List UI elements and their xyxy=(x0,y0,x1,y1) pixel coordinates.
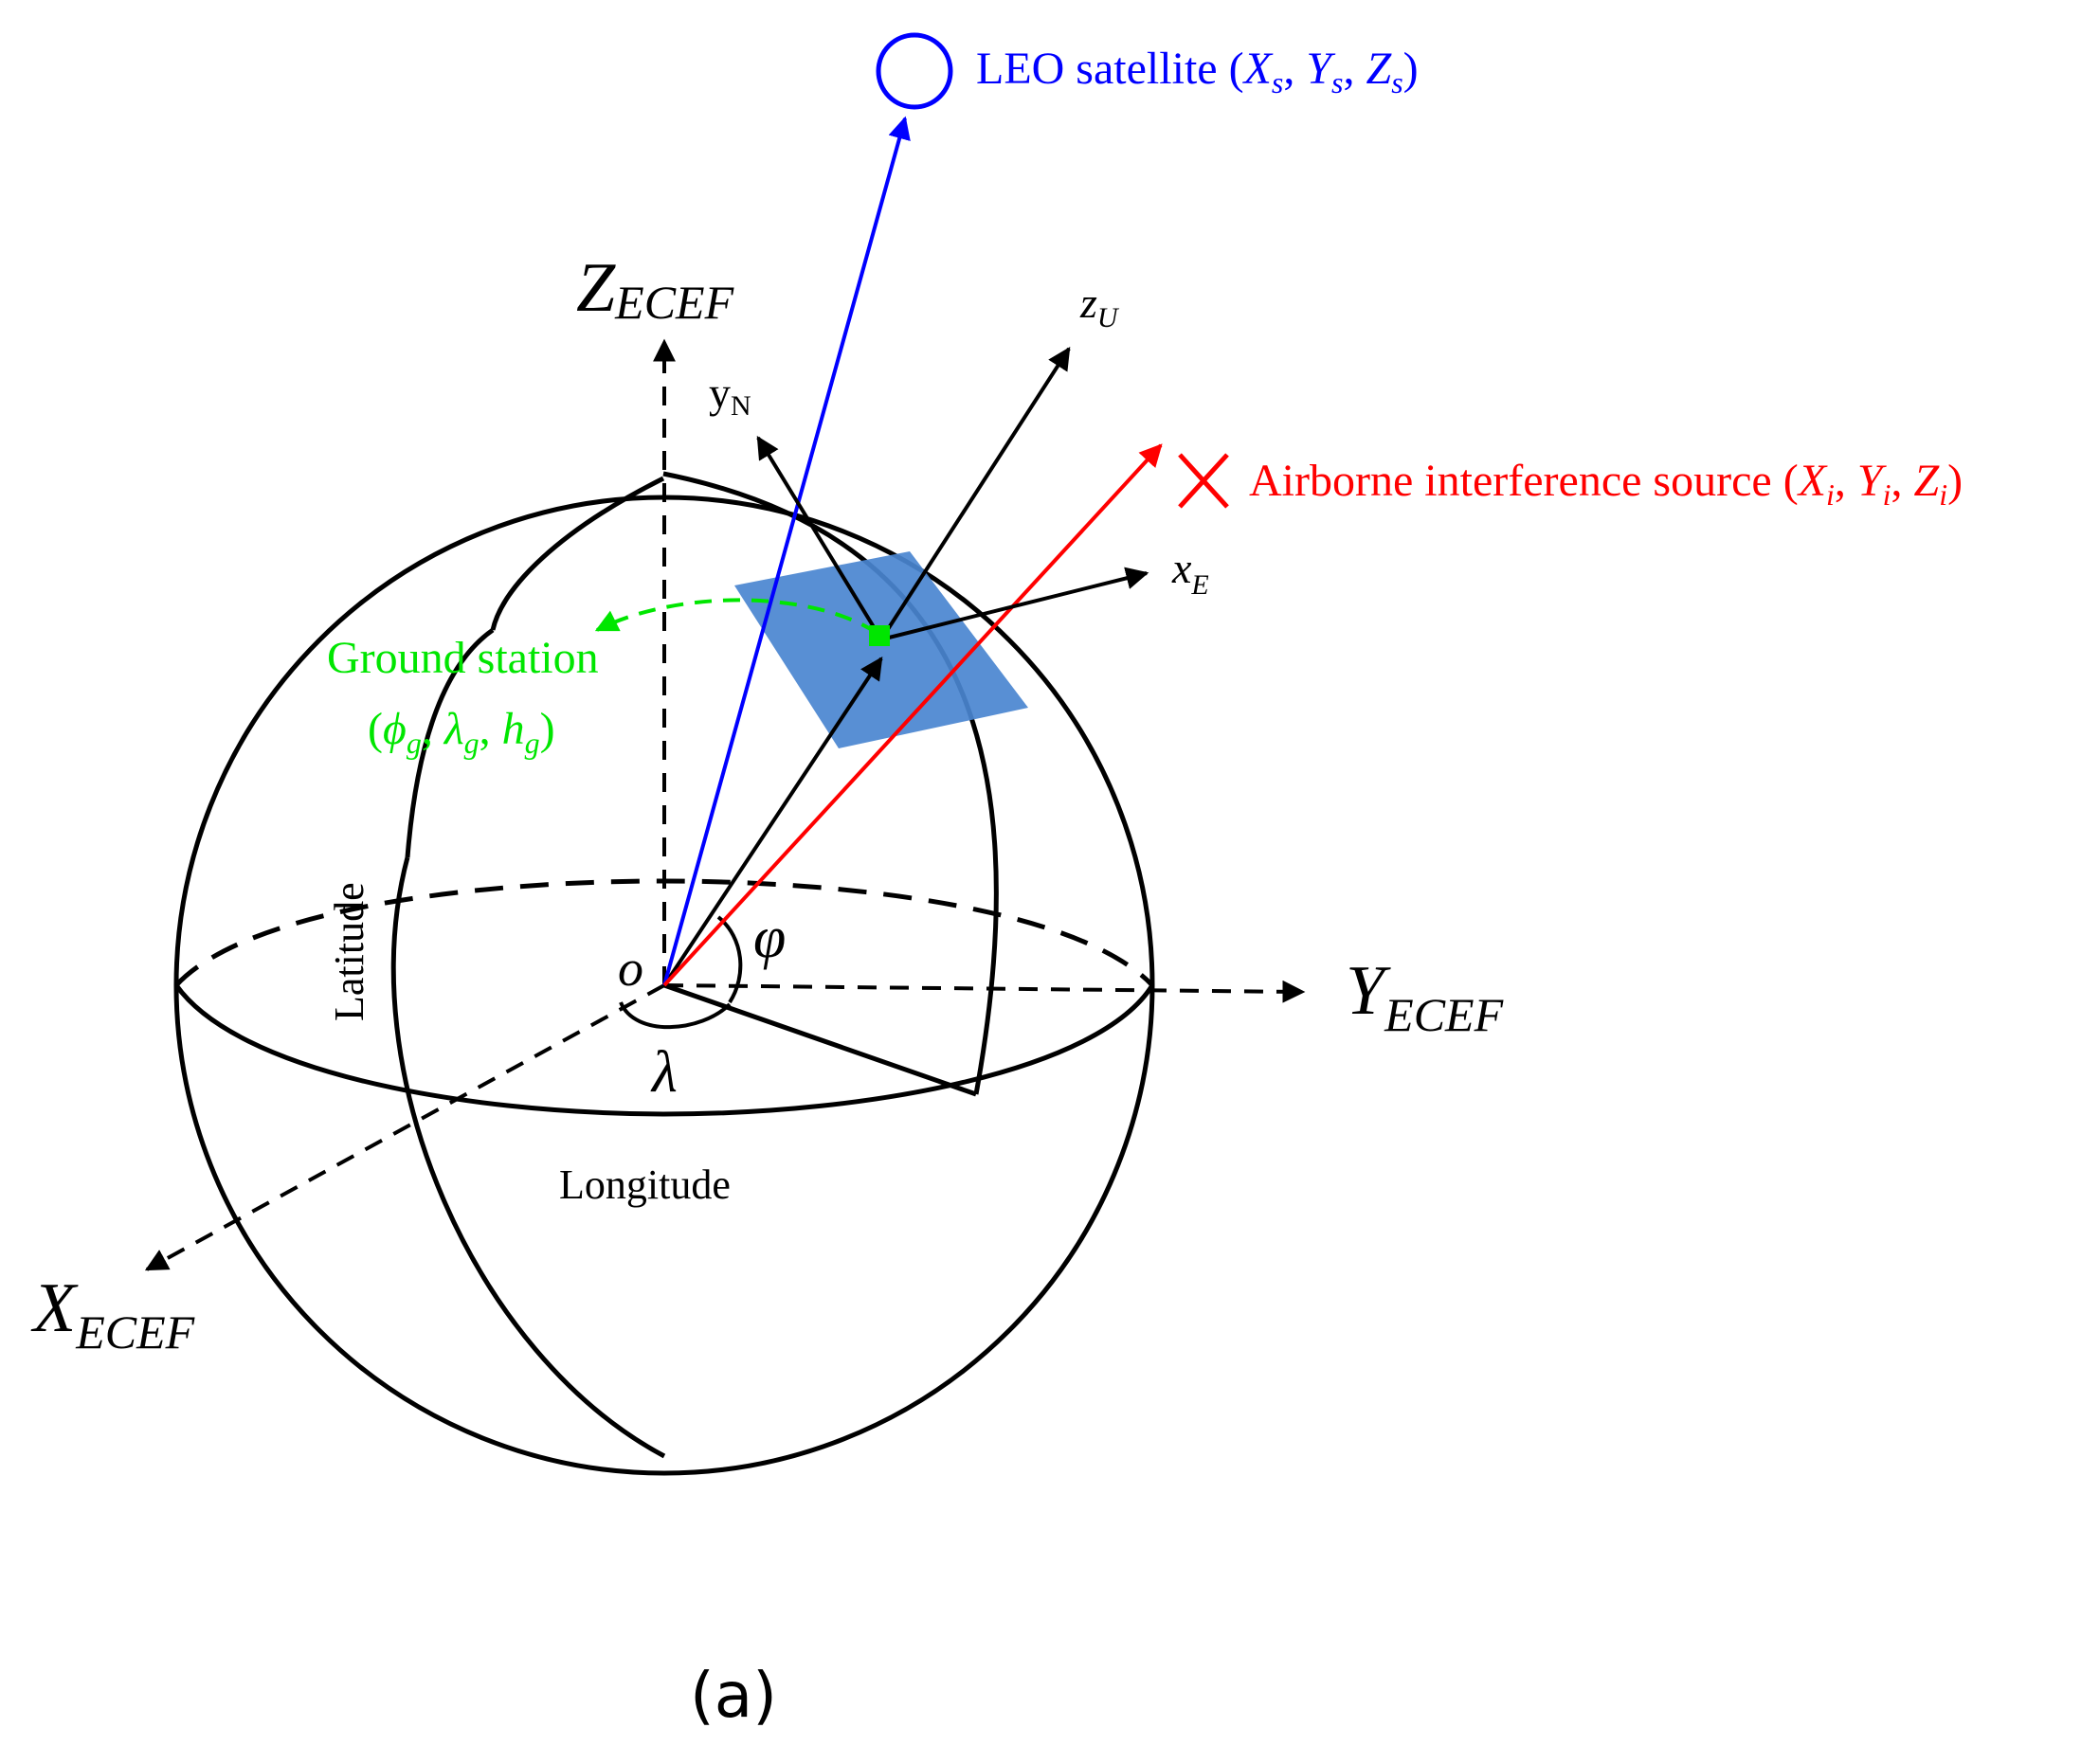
lambda-label: λ xyxy=(650,1040,678,1105)
ground-station-marker xyxy=(869,625,890,646)
y-axis xyxy=(663,980,1306,1003)
ground-station-label: Ground station xyxy=(327,633,599,683)
longitude-label: Longitude xyxy=(559,1161,731,1208)
origin-label: o xyxy=(618,940,643,997)
east-axis xyxy=(880,567,1149,641)
up-axis xyxy=(879,346,1071,641)
meridian-inner xyxy=(405,627,495,858)
north-axis xyxy=(756,435,883,641)
z-axis-label: ZECEF xyxy=(576,249,734,329)
longitude-projection xyxy=(663,982,977,1097)
satellite-label: LEO satellite (Xs, Ys, Zs) xyxy=(976,44,1419,99)
satellite-icon xyxy=(876,32,953,110)
lambda-arc xyxy=(619,1001,732,1030)
x-axis-label: XECEF xyxy=(30,1269,195,1359)
ground-station-coords: (ϕg, λg, hg) xyxy=(368,704,555,760)
x-axis xyxy=(144,983,665,1271)
north-axis-label: yN xyxy=(709,369,751,422)
y-axis-label: YECEF xyxy=(1346,952,1504,1041)
figure-caption: (a) xyxy=(690,1659,777,1732)
interference-cross-icon xyxy=(1178,453,1229,509)
interference-label: Airborne interference source (Xi, Yi, Zi… xyxy=(1249,456,1963,512)
meridian-left xyxy=(390,476,666,1459)
local-tangent-plane xyxy=(734,551,1028,748)
phi-arc xyxy=(716,915,743,1004)
ground-station-pointer xyxy=(594,598,878,635)
interference-vector xyxy=(662,443,1163,987)
phi-label: φ xyxy=(753,906,786,970)
east-axis-label: xE xyxy=(1171,544,1209,601)
up-axis-label: zU xyxy=(1079,279,1120,333)
satellite-vector xyxy=(662,116,911,986)
ground-station-vector xyxy=(662,657,883,987)
equator-front xyxy=(173,983,1155,1117)
latitude-label: Latitude xyxy=(326,882,372,1021)
